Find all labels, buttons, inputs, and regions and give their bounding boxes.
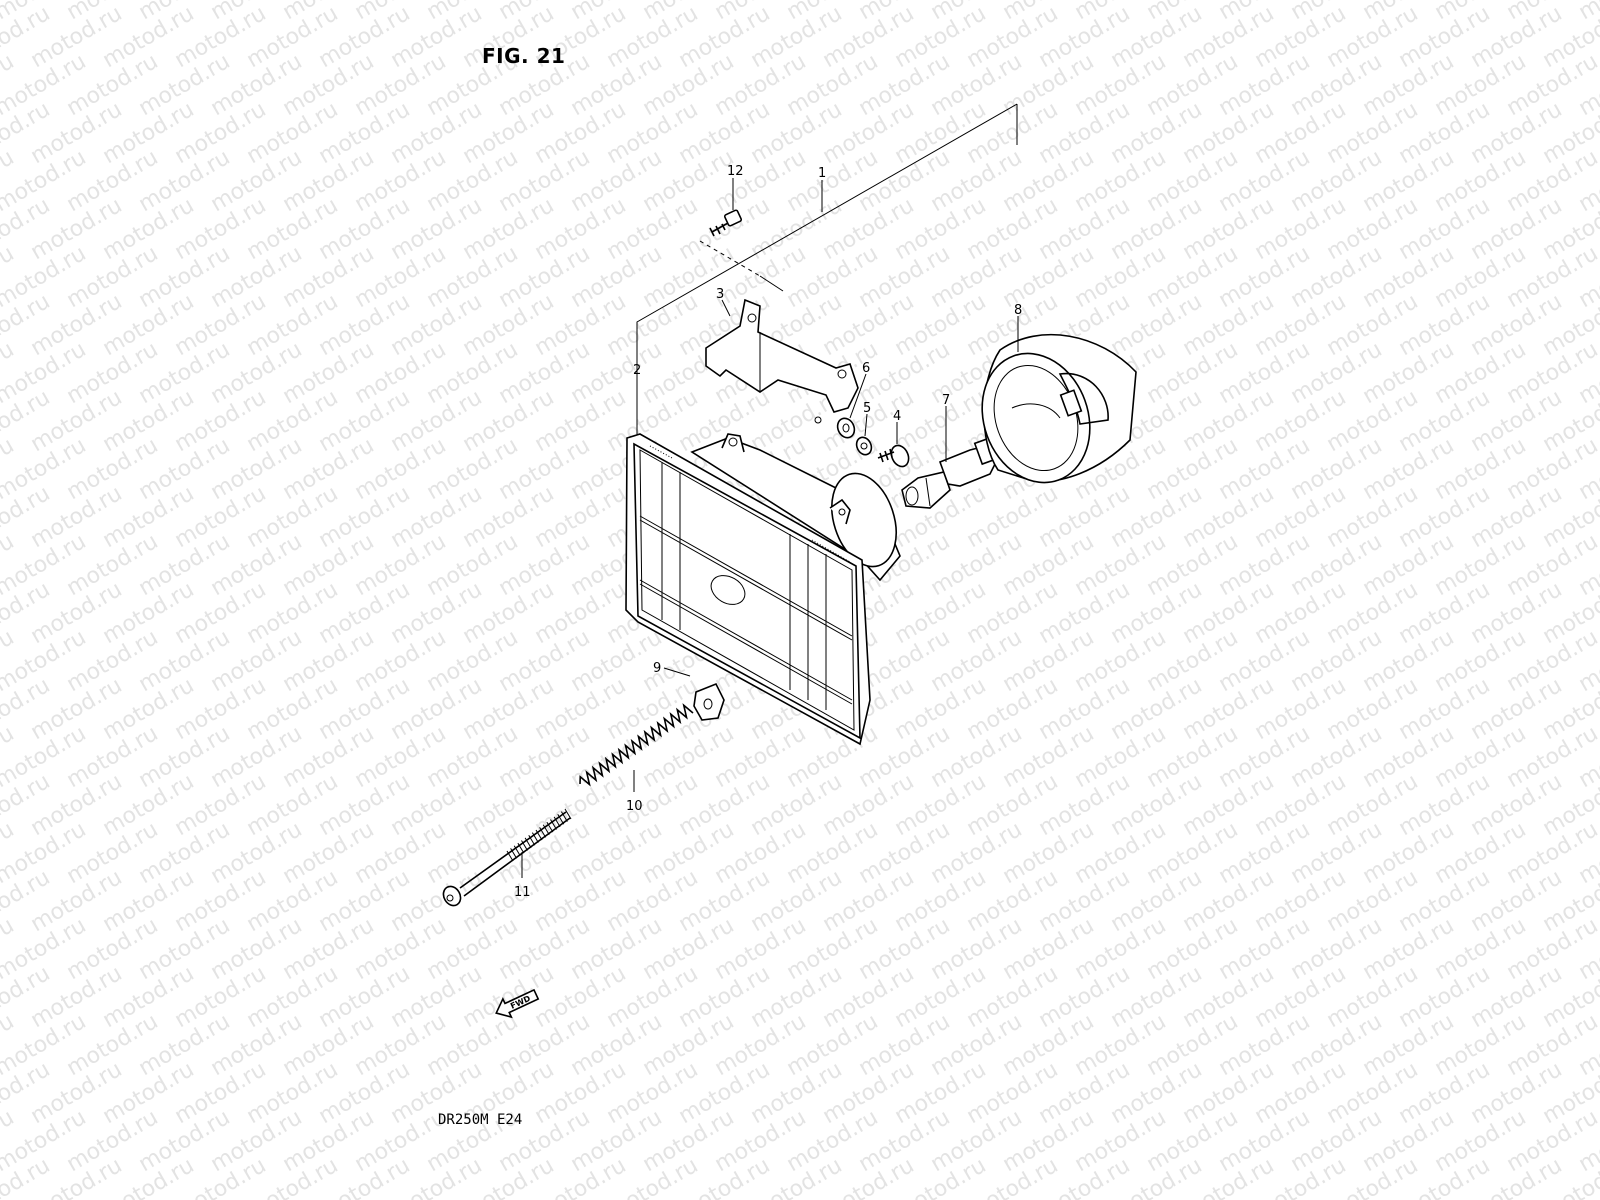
washer-part — [836, 417, 856, 439]
headlamp-unit-part — [625, 433, 901, 746]
callout-10: 10 — [626, 799, 643, 814]
socket-cover-part — [981, 333, 1137, 484]
callout-4: 4 — [893, 409, 901, 424]
callout-12: 12 — [727, 164, 744, 179]
callout-2: 2 — [633, 363, 641, 378]
thread-tick — [550, 819, 557, 830]
callout-7: 7 — [942, 393, 950, 408]
thread-tick — [506, 850, 514, 862]
thread-tick — [557, 813, 565, 825]
thread-tick — [524, 837, 532, 849]
model-code: DR250M E24 — [438, 1112, 523, 1128]
figure-title: FIG. 21 — [482, 44, 566, 68]
thread-tick — [513, 845, 521, 857]
callout-1: 1 — [818, 166, 826, 181]
thread-tick — [539, 827, 547, 838]
callout-3: 3 — [716, 287, 724, 302]
callout-11: 11 — [514, 885, 531, 900]
thread-tick — [517, 842, 525, 854]
thread-tick — [531, 832, 539, 843]
thread-tick — [510, 848, 518, 859]
thread-tick — [521, 840, 528, 851]
thread-tick — [542, 824, 550, 836]
thread-tick — [553, 816, 561, 828]
spring-part — [579, 703, 694, 787]
adjust-screw-part — [442, 808, 572, 907]
thread-tick — [546, 821, 554, 833]
nut-part — [693, 682, 725, 721]
callout-5: 5 — [863, 401, 871, 416]
thread-tick — [528, 834, 536, 846]
bolt-part — [709, 209, 743, 237]
callout-8: 8 — [1014, 303, 1022, 318]
thread-tick — [535, 829, 543, 841]
spring-coil — [579, 703, 694, 787]
callout-numbers: 12 1 3 2 6 5 4 7 8 9 10 11 — [514, 164, 1022, 900]
bulb-part — [901, 436, 999, 509]
thread-tick — [564, 808, 572, 820]
thread-tick — [560, 811, 568, 822]
bracket-part — [705, 298, 859, 424]
callout-6: 6 — [862, 361, 870, 376]
assembly-bracket-line — [636, 103, 1018, 440]
callout-9: 9 — [653, 661, 661, 676]
screw-part — [877, 444, 910, 468]
callout-leaders — [521, 178, 1019, 878]
lock-washer-part — [855, 436, 873, 456]
